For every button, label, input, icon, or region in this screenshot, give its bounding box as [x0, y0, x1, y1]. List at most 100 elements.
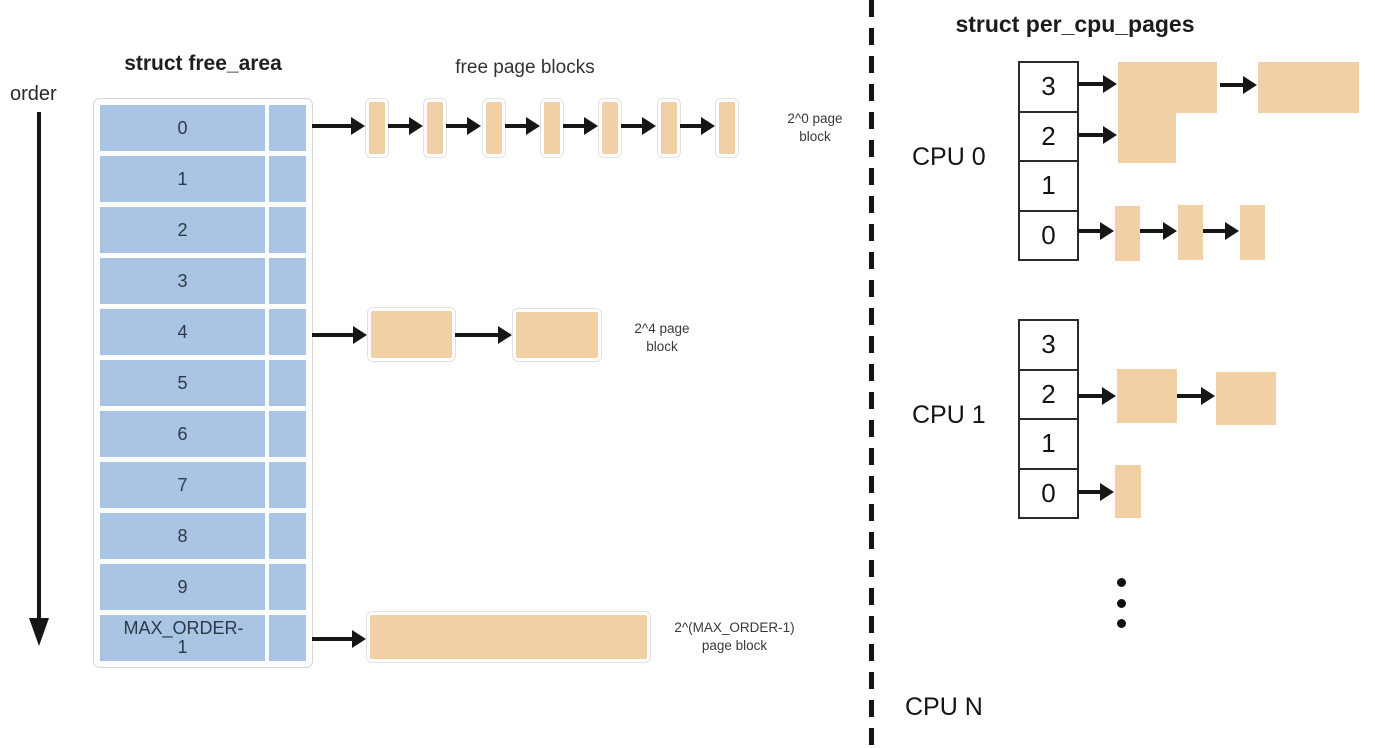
free-area-order-cell: 5 — [100, 360, 265, 406]
order-axis-arrow-line — [37, 112, 41, 622]
free-area-list-pointer-cell — [269, 615, 306, 661]
order0-page-block-3 — [483, 99, 505, 157]
cpu0-order-cell-0: 0 — [1041, 219, 1056, 250]
free-area-order-value: 1 — [177, 168, 188, 189]
free-area-order-value: 7 — [177, 474, 188, 495]
cpu0-order2-head-arrow — [1078, 126, 1117, 144]
free-area-row-1: 1 — [100, 156, 306, 202]
cpu0-order0-block-2 — [1178, 205, 1203, 260]
order0-next-arrow-1 — [388, 117, 423, 135]
order0-page-block-1 — [366, 99, 388, 157]
order-axis-label: order — [10, 83, 57, 105]
more-cpus-ellipsis-dot-1 — [1117, 578, 1126, 587]
order0-next-arrow-2 — [446, 117, 481, 135]
free-area-order-cell: 4 — [100, 309, 265, 355]
cpu1-order2-block-2 — [1216, 372, 1276, 425]
order4-chain-label-line1: 2^4 page — [634, 321, 690, 336]
order4-next-arrow — [455, 326, 512, 344]
cpu1-order2-next-arrow — [1177, 387, 1215, 405]
order0-next-arrow-3 — [505, 117, 540, 135]
order0-list-head-arrow — [312, 117, 365, 135]
section-divider-dashed-line — [869, 0, 874, 748]
free-area-list-pointer-cell — [269, 207, 306, 253]
free-area-order-cell: MAX_ORDER-1 — [100, 615, 265, 661]
free-area-row-8: 8 — [100, 513, 306, 559]
max-order-chain-label-line1: 2^(MAX_ORDER-1) — [674, 620, 795, 635]
free-area-list-pointer-cell — [269, 411, 306, 457]
free-area-list-pointer-cell — [269, 462, 306, 508]
free-area-order-value: 9 — [177, 576, 188, 597]
free-area-order-value: 2 — [177, 219, 188, 240]
free-area-order-value: 8 — [177, 525, 188, 546]
free-area-row-3: 3 — [100, 258, 306, 304]
free-page-blocks-title: free page blocks — [455, 57, 595, 78]
cpu0-order-cell-3: 3 — [1020, 63, 1077, 113]
order0-page-block-4 — [541, 99, 563, 157]
cpu-n-label: CPU N — [905, 693, 983, 721]
free-area-row-6: 6 — [100, 411, 306, 457]
free-area-row-2: 2 — [100, 207, 306, 253]
free-area-row-5: 5 — [100, 360, 306, 406]
cpu1-order-cell-1: 1 — [1020, 420, 1077, 470]
free-area-order-cell: 1 — [100, 156, 265, 202]
free-area-row-4: 4 — [100, 309, 306, 355]
free-area-list-pointer-cell — [269, 156, 306, 202]
cpu1-order2-head-arrow — [1078, 387, 1116, 405]
cpu0-order3-block-1-upper — [1118, 62, 1217, 113]
cpu0-order3-block-2 — [1258, 62, 1359, 113]
cpu1-order0-block-1 — [1115, 465, 1141, 518]
order4-page-block-1 — [368, 308, 455, 361]
free-area-row-0: 0 — [100, 105, 306, 151]
order0-chain-label-line2: block — [799, 128, 831, 144]
order0-next-arrow-6 — [680, 117, 715, 135]
free-area-order-cell: 6 — [100, 411, 265, 457]
max-order-page-block — [367, 612, 650, 662]
order0-next-arrow-4 — [563, 117, 598, 135]
cpu0-order0-next-arrow-2 — [1203, 222, 1239, 240]
cpu1-order2-block-1 — [1117, 369, 1177, 423]
order0-page-block-5 — [599, 99, 621, 157]
order0-chain-label: 2^0 page block — [770, 110, 860, 145]
cpu0-order0-block-3 — [1240, 205, 1265, 260]
free-area-list-pointer-cell — [269, 105, 306, 151]
free-area-order-cell: 0 — [100, 105, 265, 151]
order0-chain-label-line1: 2^0 page — [787, 111, 843, 126]
free-area-order-cell: 3 — [100, 258, 265, 304]
cpu0-order3-head-arrow — [1078, 75, 1117, 93]
free-area-list-pointer-cell — [269, 564, 306, 610]
cpu0-order0-block-1 — [1115, 206, 1140, 261]
free-area-order-cell: 9 — [100, 564, 265, 610]
max-order-chain-label-line2: page block — [701, 637, 768, 653]
cpu0-order-cell-1: 1 — [1020, 162, 1077, 212]
cpu1-order-cell-2: 2 — [1020, 371, 1077, 420]
order0-page-block-2 — [424, 99, 446, 157]
cpu0-order3-block-1-lower — [1118, 112, 1176, 163]
free-area-row-7: 7 — [100, 462, 306, 508]
free-area-order-value: 5 — [177, 372, 188, 393]
order4-list-head-arrow — [312, 326, 367, 344]
free-area-order-value: MAX_ORDER-1 — [123, 618, 244, 657]
free-area-list-pointer-cell — [269, 513, 306, 559]
free-area-order-value: 3 — [177, 270, 188, 291]
free-area-title: struct free_area — [124, 52, 282, 75]
free-area-order-cell: 8 — [100, 513, 265, 559]
free-area-order-value: 0 — [177, 117, 188, 138]
max-order-chain-label: 2^(MAX_ORDER-1) page block — [652, 619, 817, 654]
cpu1-label: CPU 1 — [912, 401, 986, 429]
cpu0-order0-head-arrow — [1078, 222, 1114, 240]
order4-chain-label: 2^4 page block — [612, 320, 712, 355]
cpu0-order-cell-2: 2 — [1020, 113, 1077, 162]
more-cpus-ellipsis-dot-3 — [1117, 619, 1126, 628]
per-cpu-pages-title: struct per_cpu_pages — [955, 11, 1195, 37]
free-area-order-cell: 7 — [100, 462, 265, 508]
free-area-row-MAX_ORDER-1: MAX_ORDER-1 — [100, 615, 306, 661]
free-area-list-pointer-cell — [269, 258, 306, 304]
cpu1-order-cell-3: 3 — [1020, 321, 1077, 371]
free-area-list-pointer-cell — [269, 360, 306, 406]
free-area-order-value: 4 — [177, 321, 188, 342]
order4-chain-label-line2: block — [646, 338, 678, 354]
